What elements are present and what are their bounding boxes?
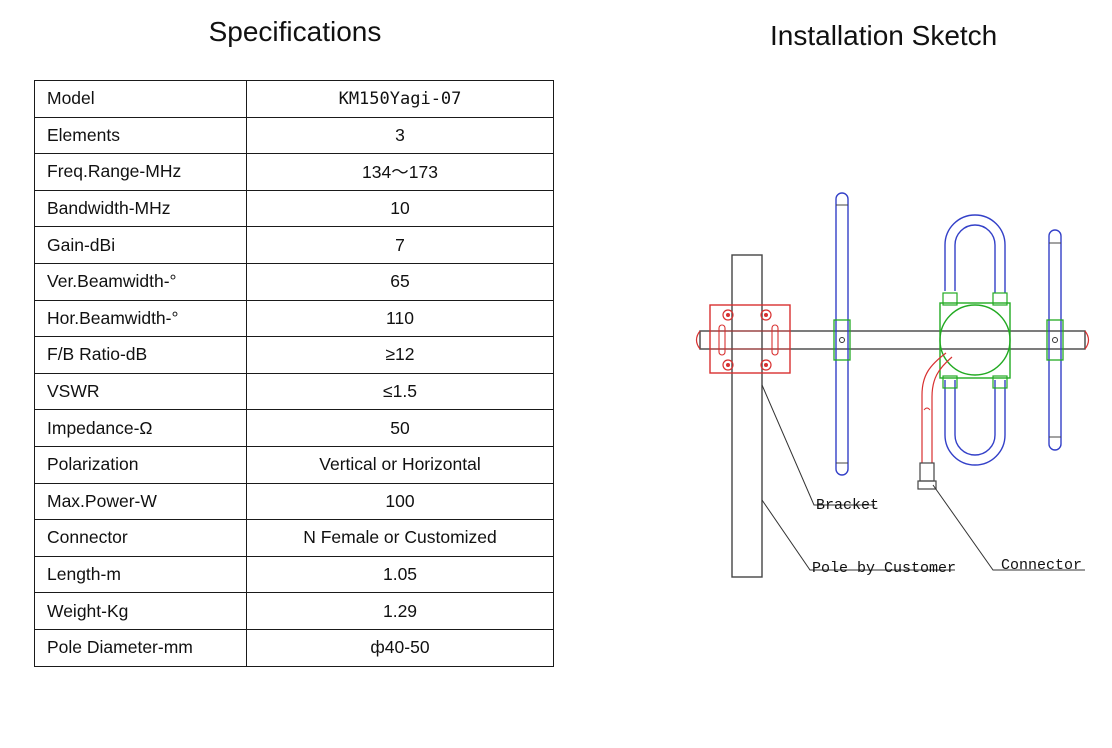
spec-value: ≤1.5 xyxy=(246,372,554,411)
spec-label: Impedance-Ω xyxy=(34,409,247,447)
reflector-element xyxy=(833,192,851,476)
table-row: F/B Ratio-dB ≥12 xyxy=(34,336,554,374)
spec-value: 65 xyxy=(246,262,554,301)
spec-label: F/B Ratio-dB xyxy=(34,336,247,374)
spec-label: VSWR xyxy=(34,372,247,411)
boom xyxy=(695,330,1090,350)
bracket xyxy=(709,304,791,374)
table-row: Polarization Vertical or Horizontal xyxy=(34,445,554,484)
pole xyxy=(731,254,763,578)
spec-label: Polarization xyxy=(34,445,247,484)
spec-label: Pole Diameter-mm xyxy=(34,628,247,667)
table-row: Elements 3 xyxy=(34,116,554,155)
table-row: Gain-dBi 7 xyxy=(34,226,554,264)
spec-label: Elements xyxy=(34,116,247,155)
connector-label: Connector xyxy=(1001,557,1082,574)
spec-value: 100 xyxy=(246,482,554,521)
pole-callout-line xyxy=(761,499,955,571)
spec-value: 1.29 xyxy=(246,592,554,630)
spec-value: 3 xyxy=(246,116,554,155)
driven-element xyxy=(944,214,1006,466)
spec-value: 10 xyxy=(246,189,554,228)
spec-value: 50 xyxy=(246,409,554,447)
spec-value: 134～173 xyxy=(246,153,554,191)
table-row: VSWR ≤1.5 xyxy=(34,372,554,411)
table-row: Model KM150Yagi-07 xyxy=(34,80,554,118)
spec-label: Gain-dBi xyxy=(34,226,247,264)
spec-label: Max.Power-W xyxy=(34,482,247,521)
specifications-table: Model KM150Yagi-07 Elements 3 Freq.Range… xyxy=(34,80,554,667)
table-row: Freq.Range-MHz 134～173 xyxy=(34,153,554,191)
spec-value: Vertical or Horizontal xyxy=(246,445,554,484)
feed-cable xyxy=(921,352,953,463)
feed-box xyxy=(939,292,1011,389)
table-row: Weight-Kg 1.29 xyxy=(34,592,554,630)
spec-label: Hor.Beamwidth-° xyxy=(34,299,247,338)
table-row: Hor.Beamwidth-° 110 xyxy=(34,299,554,338)
spec-label: Weight-Kg xyxy=(34,592,247,630)
table-row: Impedance-Ω 50 xyxy=(34,409,554,447)
director-element xyxy=(1046,229,1064,451)
spec-value: ≥12 xyxy=(246,336,554,374)
installation-sketch-title: Installation Sketch xyxy=(770,20,998,51)
spec-label: Freq.Range-MHz xyxy=(34,153,247,191)
spec-label: Connector xyxy=(34,519,247,557)
spec-value: 1.05 xyxy=(246,555,554,594)
connector xyxy=(917,462,937,490)
spec-value: N Female or Customized xyxy=(246,519,554,557)
spec-value: KM150Yagi-07 xyxy=(246,80,554,118)
table-row: Bandwidth-MHz 10 xyxy=(34,189,554,228)
spec-value: 7 xyxy=(246,226,554,264)
pole-label: Pole by Customer xyxy=(812,560,956,577)
spec-value: ф40-50 xyxy=(246,628,554,667)
bracket-callout-line xyxy=(761,384,875,506)
bracket-label: Bracket xyxy=(816,497,879,514)
spec-label: Length-m xyxy=(34,555,247,594)
spec-label: Model xyxy=(34,80,247,118)
spec-label: Ver.Beamwidth-° xyxy=(34,262,247,301)
spec-label: Bandwidth-MHz xyxy=(34,189,247,228)
table-row: Pole Diameter-mm ф40-50 xyxy=(34,628,554,667)
table-row: Connector N Female or Customized xyxy=(34,519,554,557)
specifications-title: Specifications xyxy=(208,16,382,47)
table-row: Length-m 1.05 xyxy=(34,555,554,594)
table-row: Max.Power-W 100 xyxy=(34,482,554,521)
connector-callout-line xyxy=(932,484,1085,571)
spec-value: 110 xyxy=(246,299,554,338)
installation-sketch-diagram: Bracket Pole by Customer Connector xyxy=(695,192,1090,578)
table-row: Ver.Beamwidth-° 65 xyxy=(34,262,554,301)
